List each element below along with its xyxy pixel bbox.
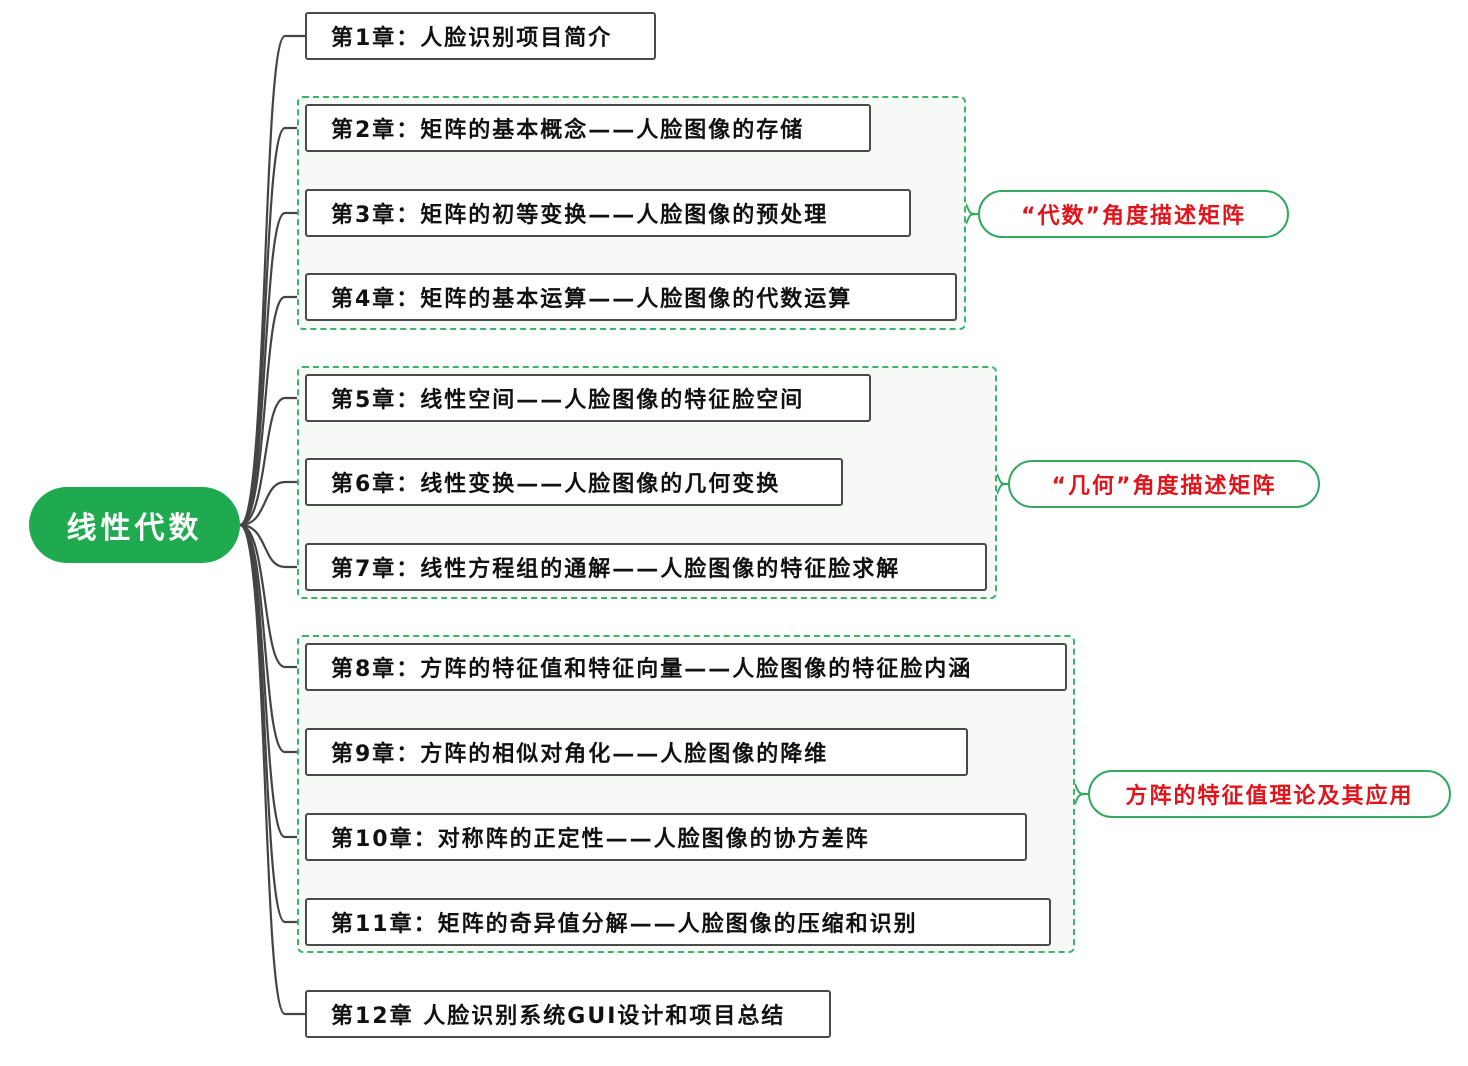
connector-chapter-1 [239, 34, 305, 527]
chapter-2-node[interactable]: 第2章：矩阵的基本概念——人脸图像的存储 [305, 104, 871, 152]
chapter-6-label: 第6章：线性变换——人脸图像的几何变换 [331, 472, 781, 497]
root-topic[interactable]: 线性代数 [29, 487, 240, 563]
chapter-9-node[interactable]: 第9章：方阵的相似对角化——人脸图像的降维 [305, 728, 968, 776]
connector-chapter-10 [239, 523, 305, 839]
connector-chapter-9 [239, 523, 305, 754]
chapter-8-node[interactable]: 第8章：方阵的特征值和特征向量——人脸图像的特征脸内涵 [305, 643, 1067, 691]
connector-chapter-4 [239, 295, 305, 527]
chapter-1-node[interactable]: 第1章：人脸识别项目简介 [305, 12, 656, 60]
chapter-1-label: 第1章：人脸识别项目简介 [331, 26, 613, 51]
connector-chapter-2 [239, 126, 305, 527]
chapter-7-node[interactable]: 第7章：线性方程组的通解——人脸图像的特征脸求解 [305, 543, 987, 591]
chapter-7-label: 第7章：线性方程组的通解——人脸图像的特征脸求解 [331, 557, 901, 582]
geometry-annotation[interactable]: “几何”角度描述矩阵 [1008, 460, 1320, 508]
chapter-6-node[interactable]: 第6章：线性变换——人脸图像的几何变换 [305, 458, 843, 506]
chapter-10-node[interactable]: 第10章：对称阵的正定性——人脸图像的协方差阵 [305, 813, 1027, 861]
chapter-5-node[interactable]: 第5章：线性空间——人脸图像的特征脸空间 [305, 374, 871, 422]
chapter-12-node[interactable]: 第12章 人脸识别系统GUI设计和项目总结 [305, 990, 831, 1038]
connector-chapter-5 [239, 396, 305, 527]
eigen-annotation[interactable]: 方阵的特征值理论及其应用 [1088, 770, 1451, 818]
chapter-9-label: 第9章：方阵的相似对角化——人脸图像的降维 [331, 742, 829, 767]
chapter-12-label: 第12章 人脸识别系统GUI设计和项目总结 [331, 1004, 786, 1029]
chapter-3-node[interactable]: 第3章：矩阵的初等变换——人脸图像的预处理 [305, 189, 911, 237]
connector-chapter-8 [239, 523, 305, 669]
chapter-4-node[interactable]: 第4章：矩阵的基本运算——人脸图像的代数运算 [305, 273, 957, 321]
chapter-10-label: 第10章：对称阵的正定性——人脸图像的协方差阵 [331, 827, 870, 852]
chapter-4-label: 第4章：矩阵的基本运算——人脸图像的代数运算 [331, 287, 853, 312]
root-topic-label: 线性代数 [66, 511, 203, 546]
chapter-3-label: 第3章：矩阵的初等变换——人脸图像的预处理 [331, 203, 829, 228]
algebra-annotation-label: “代数”角度描述矩阵 [1021, 204, 1246, 229]
connector-chapter-12 [239, 523, 305, 1016]
group-brace-1 [965, 203, 979, 225]
connector-chapter-7 [239, 523, 305, 569]
geometry-annotation-label: “几何”角度描述矩阵 [1051, 474, 1277, 499]
chapter-2-label: 第2章：矩阵的基本概念——人脸图像的存储 [331, 118, 805, 143]
connector-chapter-6 [239, 480, 305, 527]
chapter-5-label: 第5章：线性空间——人脸图像的特征脸空间 [331, 388, 805, 413]
chapter-8-label: 第8章：方阵的特征值和特征向量——人脸图像的特征脸内涵 [331, 657, 973, 682]
chapter-11-node[interactable]: 第11章：矩阵的奇异值分解——人脸图像的压缩和识别 [305, 898, 1051, 946]
group-brace-2 [996, 473, 1009, 495]
connector-chapter-3 [239, 211, 305, 527]
algebra-annotation[interactable]: “代数”角度描述矩阵 [978, 190, 1289, 238]
group-brace-3 [1074, 783, 1089, 805]
chapter-11-label: 第11章：矩阵的奇异值分解——人脸图像的压缩和识别 [331, 912, 918, 937]
eigen-annotation-label: 方阵的特征值理论及其应用 [1125, 784, 1414, 809]
